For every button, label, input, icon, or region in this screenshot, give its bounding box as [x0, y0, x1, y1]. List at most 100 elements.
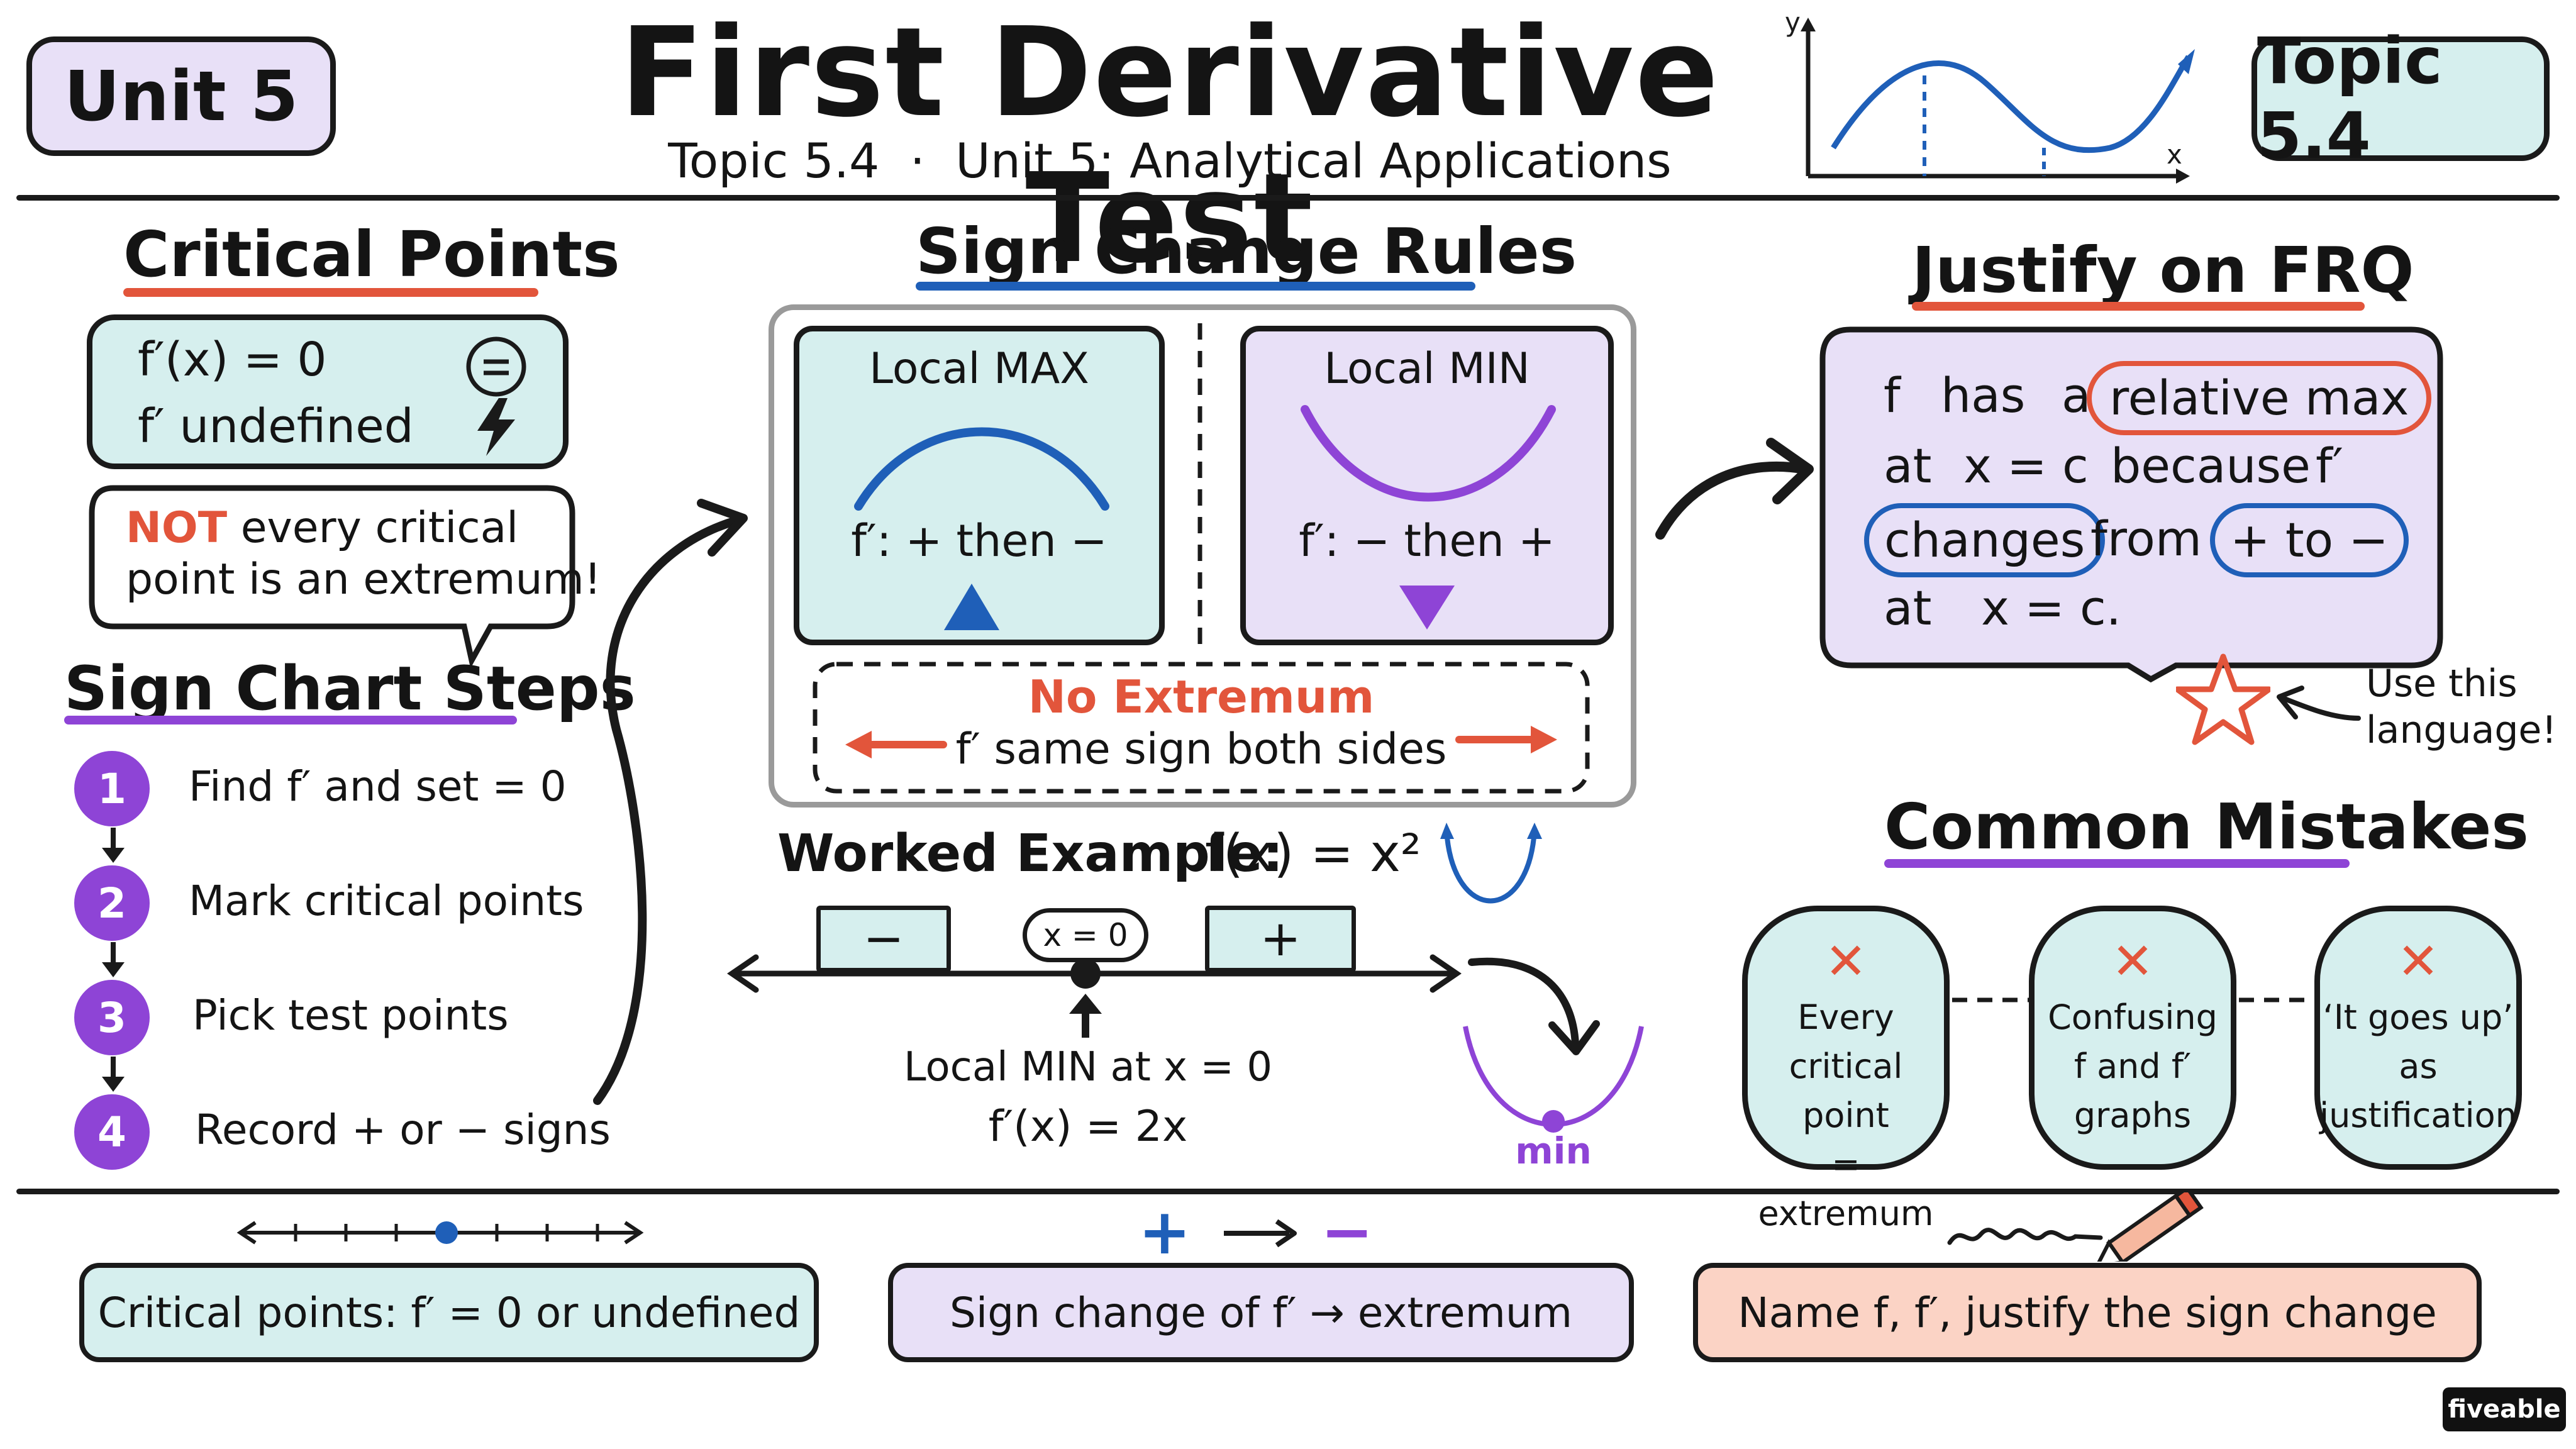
- summary-card-sign: Sign change of f′ → extremum: [888, 1263, 1634, 1362]
- mistake-2-line2: f and f′: [2074, 1046, 2192, 1086]
- min-parabola-graph: [1463, 1026, 1644, 1133]
- frq-w-xc: x = c: [1963, 438, 2089, 494]
- arrow-to-frq: [1655, 438, 1814, 540]
- mistakes-heading: Common Mistakes: [1884, 790, 2529, 863]
- critical-line-1: f′(x) = 0: [138, 333, 327, 387]
- topic-badge-label: Topic 5.4: [2257, 24, 2443, 174]
- right-sign: +: [1260, 911, 1301, 967]
- mistake-3-line2: as: [2399, 1046, 2438, 1086]
- min-curve: [1301, 405, 1556, 502]
- page-title: First Derivative Test: [619, 1, 1720, 291]
- header-graph-y-label: y: [1785, 13, 1801, 38]
- frq-underline: [1912, 302, 2365, 311]
- step-text-3: Pick test points: [192, 991, 509, 1040]
- step-badge-1: 1: [74, 751, 150, 826]
- frq-w-changes: changes: [1864, 503, 2106, 577]
- lightning-bolt-icon: [471, 396, 521, 461]
- mistake-2-line1: Confusing: [2048, 997, 2218, 1037]
- equals-circle-icon: [464, 334, 529, 402]
- local-min-rule: f′: − then +: [1299, 515, 1555, 567]
- note-arrow: [2277, 686, 2361, 721]
- frq-w-relmax: relative max: [2087, 361, 2432, 435]
- step-badge-4: 4: [74, 1094, 150, 1170]
- max-curve: [854, 427, 1109, 511]
- page-subtitle: Topic 5.4 · Unit 5: Analytical Applicati…: [668, 133, 1672, 189]
- local-min-title: Local MIN: [1324, 344, 1530, 394]
- step-text-1: Find f′ and set = 0: [189, 762, 567, 811]
- header-graph-x-label: x: [2167, 139, 2182, 170]
- speech-bubble-line1: NOT every critical: [126, 503, 518, 553]
- frq-w-xc2: x = c.: [1981, 580, 2121, 636]
- frq-box: [1819, 326, 2443, 683]
- frq-w-plusto: + to −: [2210, 503, 2409, 577]
- brand-logo-text: fiveable: [2448, 1395, 2561, 1424]
- brand-logo: fiveable: [2443, 1387, 2566, 1431]
- down-triangle-icon: [1397, 582, 1457, 635]
- step-text-4: Record + or − signs: [195, 1106, 611, 1154]
- topic-badge: Topic 5.4: [2251, 24, 2550, 174]
- summary-card-critical-text: Critical points: f′ = 0 or undefined: [97, 1288, 801, 1337]
- mistake-3-line3: justification: [2319, 1096, 2517, 1135]
- header-divider: [16, 195, 2560, 201]
- step-text-2: Mark critical points: [189, 877, 584, 925]
- number-line: [727, 954, 1462, 1038]
- x-icon: ✕: [1824, 932, 1867, 991]
- summary-card-sign-text: Sign change of f′ → extremum: [950, 1288, 1572, 1337]
- mistake-card-3: ✕ ‘It goes up’ as justification: [2314, 906, 2522, 1170]
- step-arrows: [102, 828, 125, 1092]
- sign-chart-underline: [64, 716, 517, 724]
- mistake-3-line1: ‘It goes up’: [2323, 997, 2514, 1037]
- rules-divider: [1197, 323, 1202, 645]
- up-triangle-icon: [941, 580, 1002, 636]
- mistake-connector-2: [2239, 997, 2316, 1002]
- frq-w-at: at: [1884, 438, 1932, 494]
- frq-w-fp: f′: [2316, 438, 2344, 494]
- worked-example-result: Local MIN at x = 0: [903, 1044, 1273, 1091]
- mistake-2-line3: graphs: [2074, 1096, 2192, 1135]
- right-sign-box: +: [1205, 906, 1356, 972]
- min-label: min: [1515, 1130, 1592, 1172]
- speech-bubble: [89, 485, 575, 667]
- mistake-card-1: ✕ Every critical point = extremum: [1742, 906, 1950, 1233]
- frq-w-at2: at: [1884, 580, 1932, 636]
- sign-change-heading: Sign Change Rules: [916, 214, 1577, 288]
- mistake-connector-1: [1952, 997, 2029, 1002]
- no-extremum-box: [813, 662, 1590, 794]
- pencil-icon: [1947, 1192, 2204, 1262]
- frq-w-f: f: [1884, 367, 1901, 423]
- summary-plus: +: [1138, 1195, 1191, 1269]
- local-max-rule: f′: + then −: [851, 515, 1108, 567]
- step-badge-2: 2: [74, 865, 150, 941]
- left-sign: −: [863, 911, 904, 967]
- critical-points-underline: [123, 288, 538, 297]
- small-parabola-icon: [1440, 823, 1542, 904]
- speech-bubble-rest: every critical: [227, 503, 519, 553]
- summary-card-justify-text: Name f, f′, justify the sign change: [1738, 1288, 2437, 1337]
- mistake-1-line1: Every: [1797, 997, 1894, 1037]
- local-min-card: Local MIN f′: − then +: [1240, 326, 1614, 645]
- unit-badge: Unit 5: [26, 36, 336, 156]
- worked-example-label: Worked Example:: [777, 824, 1284, 884]
- worked-example-function: f(x) = x²: [1205, 824, 1421, 884]
- footer-divider: [16, 1189, 2560, 1194]
- point-label: x = 0: [1043, 917, 1128, 953]
- frq-heading: Justify on FRQ: [1912, 233, 2414, 307]
- mistake-1-line2: critical point: [1789, 1046, 1903, 1135]
- worked-example-derivative: f′(x) = 2x: [988, 1102, 1188, 1152]
- left-sign-box: −: [816, 906, 951, 972]
- no-extremum-rule: f′ same sign both sides: [955, 724, 1447, 774]
- summary-arrow-icon: [1224, 1219, 1297, 1248]
- unit-badge-label: Unit 5: [64, 56, 299, 136]
- frq-note: Use this language!: [2366, 662, 2557, 752]
- rules-container: [769, 304, 1636, 808]
- step-badge-3: 3: [74, 980, 150, 1055]
- frq-w-because: because: [2111, 438, 2311, 494]
- sign-change-underline: [916, 282, 1475, 291]
- example-arrow: [1468, 957, 1600, 1055]
- mistake-1-line3: = extremum: [1758, 1145, 1934, 1233]
- speech-bubble-line2: point is an extremum!: [126, 555, 602, 604]
- frq-w-a: a: [2062, 367, 2091, 423]
- header-graph: y x: [1785, 13, 2195, 184]
- sign-chart-heading: Sign Chart Steps: [64, 653, 636, 724]
